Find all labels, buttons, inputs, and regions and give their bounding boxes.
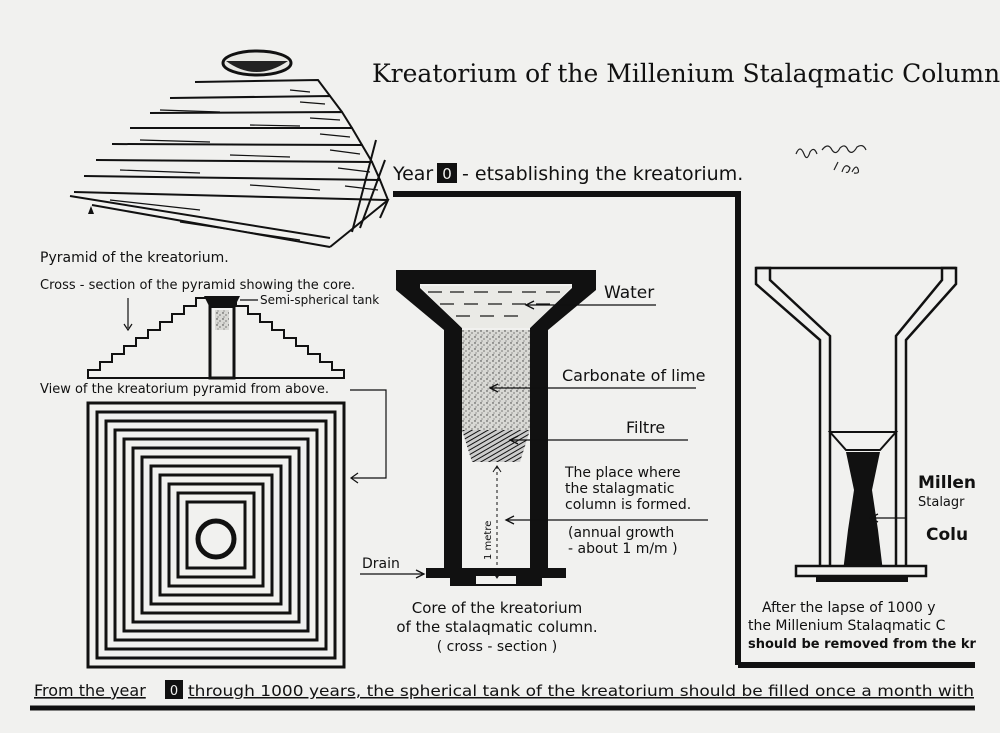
pyramid-caption: Pyramid of the kreatorium.: [40, 250, 229, 266]
year-zero-box: [437, 163, 457, 183]
pyramid-top-view: [86, 401, 346, 669]
footer-before: From the year: [34, 681, 146, 700]
cross-section-caption: Cross - section of the pyramid showing t…: [40, 278, 355, 293]
year-zero-mark: 0: [442, 165, 452, 183]
year-suffix: - etsablishing the kreatorium.: [462, 163, 743, 185]
year-zero-label: Year 0 - etsablishing the kreatorium.: [392, 163, 743, 185]
artist-signature: [795, 144, 867, 174]
place-line-2: the stalagmatic: [565, 481, 674, 497]
stalag-label: Stalagr: [918, 495, 965, 510]
footer-zero-mark: 0: [170, 684, 178, 699]
semi-spherical-tank-label: Semi-spherical tank: [260, 293, 379, 307]
water-label: Water: [604, 283, 654, 303]
diagram-title: Kreatorium of the Millenium Stalaqmatic …: [372, 59, 1000, 88]
pyramid-cross-section: [87, 296, 345, 380]
footer-instruction: From the year 0 through 1000 years, the …: [30, 680, 975, 711]
pyramid-perspective: [69, 49, 390, 248]
core-caption-line-2: of the stalaqmatic column.: [396, 618, 597, 636]
finished-column-cross-section: [754, 266, 958, 582]
place-line-1: The place where: [564, 465, 681, 481]
footer-after: through 1000 years, the spherical tank o…: [188, 682, 974, 700]
metre-label: 1 metre: [483, 521, 494, 560]
core-cross-section: [396, 270, 596, 586]
core-caption-line-3: ( cross - section ): [437, 639, 558, 655]
core-caption-line-1: Core of the kreatorium: [412, 599, 583, 617]
drain-label: Drain: [362, 556, 400, 572]
growth-line-2: - about 1 m/m ): [568, 541, 678, 557]
footer-zero-box: [165, 680, 183, 699]
millenium-label: Millen: [918, 473, 976, 493]
top-view-caption: View of the kreatorium pyramid from abov…: [40, 382, 329, 397]
right-caption-line-3: should be removed from the kr: [748, 637, 976, 652]
carbonate-label: Carbonate of lime: [562, 366, 705, 385]
column-label: Colu: [926, 525, 968, 545]
year-prefix: Year: [392, 163, 433, 185]
place-line-3: column is formed.: [565, 497, 691, 513]
center-leader-lines: [360, 300, 708, 579]
growth-line-1: (annual growth: [568, 525, 674, 541]
center-frame-line: [393, 191, 741, 665]
right-caption-line-1: After the lapse of 1000 y: [762, 600, 936, 616]
right-caption-line-2: the Millenium Stalaqmatic C: [748, 618, 946, 634]
filtre-label: Filtre: [626, 418, 665, 437]
